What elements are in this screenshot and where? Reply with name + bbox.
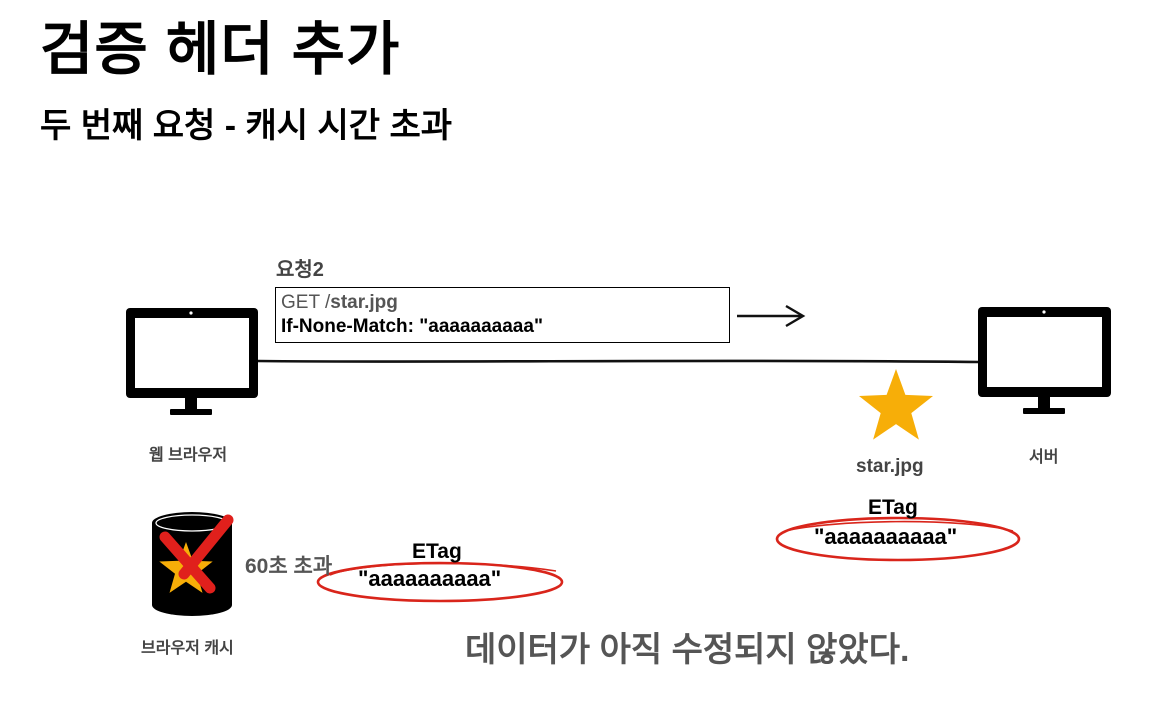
star-image-icon: [859, 369, 933, 440]
expired-cross-icon: [159, 514, 234, 594]
conclusion-text: 데이터가 아직 수정되지 않았다.: [465, 631, 910, 669]
cache-etag-value: "aaaaaaaaaa": [358, 566, 502, 591]
page-title: 검증 헤더 추가: [40, 17, 401, 82]
request-arrow: [737, 304, 806, 328]
cache-etag-title: ETag: [412, 540, 462, 563]
request-label: 요청2: [276, 259, 324, 281]
cache-timeout-text: 60초 초과: [245, 555, 333, 578]
server-resource-label: star.jpg: [856, 456, 924, 477]
request-header: If-None-Match: "aaaaaaaaaa": [281, 316, 543, 337]
request-line: GET /star.jpg: [281, 291, 724, 315]
request-path: star.jpg: [330, 292, 398, 313]
request-method: GET /: [281, 292, 331, 313]
request-message-box: GET /star.jpg If-None-Match: "aaaaaaaaaa…: [275, 287, 730, 343]
client-monitor-icon: [126, 308, 258, 415]
server-monitor-icon: [978, 307, 1111, 414]
server-etag-title: ETag: [868, 496, 918, 519]
connection-line: [257, 359, 981, 364]
server-label: 서버: [1029, 449, 1059, 466]
page-subtitle: 두 번째 요청 - 캐시 시간 초과: [40, 107, 453, 145]
client-label: 웹 브라우저: [149, 447, 228, 464]
server-etag-value: "aaaaaaaaaa": [814, 524, 958, 549]
cache-etag-circle: [316, 561, 564, 603]
cache-label: 브라우저 캐시: [141, 640, 234, 657]
server-etag-circle: [775, 516, 1021, 562]
